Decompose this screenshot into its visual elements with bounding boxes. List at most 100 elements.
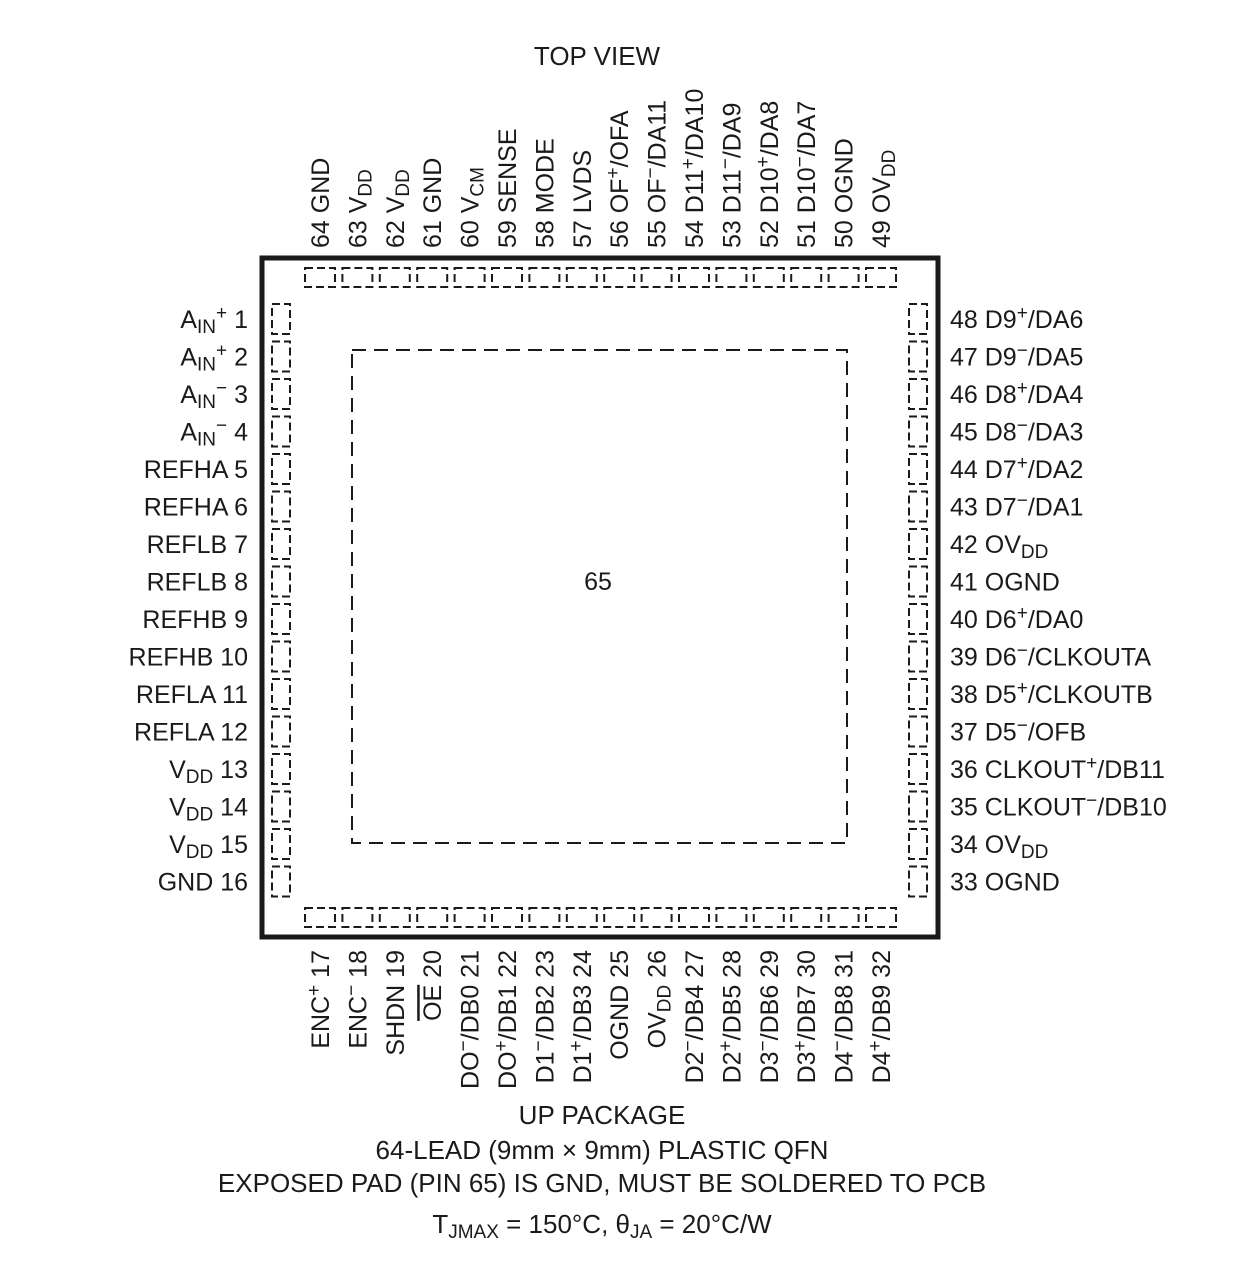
exposed-pad-label: 65 [584, 568, 612, 596]
label-part: 59 SENSE [494, 128, 522, 248]
pin-pad-top [528, 267, 561, 288]
label-part: 45 D8 [950, 419, 1017, 447]
pin-pad-left [271, 753, 291, 785]
pin-pad-bottom [416, 907, 449, 928]
pin-pad-top [640, 267, 673, 288]
pin-pad-left [271, 565, 291, 598]
label-part: /DB2 23 [531, 950, 559, 1040]
label-part: + [716, 1040, 737, 1051]
pin-label-47-d9minus-da5: 47 D9−/DA5 [950, 341, 1083, 372]
pin-label-36-clkoutplus-db11: 36 CLKOUT+/DB11 [950, 753, 1165, 784]
label-part: REFLB 7 [147, 531, 248, 559]
label-part: REFLA 12 [134, 719, 248, 747]
label-part: 57 LVDS [569, 150, 597, 248]
label-part: − [1017, 491, 1028, 512]
pin-pad-right [908, 753, 928, 785]
label-part: DD [356, 169, 377, 196]
label-part: + [791, 1040, 812, 1051]
label-part: + [753, 156, 774, 167]
pin-label-encplus-17: ENC+ 17 [304, 950, 335, 1049]
label-part: 17 [307, 950, 335, 985]
label-part: DD [393, 169, 414, 196]
pin-label-gnd-16: GND 16 [158, 869, 248, 897]
label-part: D2 [718, 1051, 746, 1083]
pin-pad-right [908, 303, 928, 335]
pin-label-54-d11plus-da10: 54 D11+/DA10 [678, 89, 709, 248]
view-title: TOP VIEW [534, 41, 661, 71]
pin-label-shdn-19: SHDN 19 [382, 950, 410, 1056]
label-part: SHDN 19 [382, 950, 410, 1056]
label-part: JA [630, 1222, 653, 1243]
label-part: 62 V [382, 196, 410, 248]
pin-pad-right [908, 715, 928, 748]
label-part: T [432, 1209, 448, 1239]
pin-label-d1plus-db3-24: D1+/DB3 24 [566, 950, 597, 1084]
label-part: /DA2 [1028, 456, 1084, 484]
label-part: /OFA [606, 110, 634, 167]
pin-pad-right [908, 790, 928, 823]
label-part: − [1017, 416, 1028, 437]
label-part: 64 GND [307, 158, 335, 248]
pin-label-d4minus-db8-31: D4−/DB8 31 [828, 950, 859, 1083]
label-part: 14 [213, 794, 248, 822]
pin-label-58-mode: 58 MODE [531, 138, 559, 248]
label-part: /DA5 [1028, 344, 1084, 372]
label-part: /DA0 [1028, 606, 1084, 634]
label-part: 60 V [457, 196, 485, 248]
label-part: − [641, 167, 662, 178]
label-part: 33 OGND [950, 869, 1060, 897]
pin-pad-bottom [678, 907, 710, 928]
pin-pads [271, 267, 928, 928]
label-part: A [180, 306, 197, 334]
pin-label-45-d8minus-da3: 45 D8−/DA3 [950, 416, 1083, 447]
pin-pad-left [271, 865, 291, 898]
pin-label-d3plus-db7-30: D3+/DB7 30 [791, 950, 822, 1083]
label-part: 20 [419, 950, 447, 985]
label-part: − [791, 156, 812, 167]
package-body [259, 255, 941, 940]
pin-label-ovdd-26: OVDD 26 [644, 950, 676, 1048]
pin-pad-right [908, 340, 928, 373]
caption-exposed-pad-note: EXPOSED PAD (PIN 65) IS GND, MUST BE SOL… [218, 1168, 986, 1198]
label-part: /DB4 27 [681, 950, 709, 1040]
label-part: D1 [531, 1051, 559, 1083]
label-part: /DA4 [1028, 381, 1084, 409]
pin-pad-right [908, 678, 928, 710]
pin-pad-bottom [304, 907, 336, 928]
label-part: /CLKOUTA [1028, 644, 1151, 672]
pin-pad-bottom [715, 907, 748, 928]
pin-label-d3minus-db6-29: D3−/DB6 29 [753, 950, 784, 1083]
label-part: /DB3 24 [569, 950, 597, 1040]
label-part: /DA3 [1028, 419, 1084, 447]
pin-pad-top [790, 267, 823, 288]
pin-pad-bottom [603, 907, 636, 928]
pin-pad-left [271, 340, 291, 373]
pin-label-53-d11minus-da9: 53 D11−/DA9 [716, 103, 747, 248]
label-part: 26 [644, 950, 672, 985]
pin-label-dominus-db0-21: DO−/DB0 21 [454, 950, 485, 1089]
pin-pad-left [271, 715, 291, 748]
label-part: D4 [868, 1051, 896, 1083]
pin-pad-left [271, 678, 291, 710]
label-part: 58 MODE [531, 138, 559, 248]
pin-pad-right [908, 528, 928, 560]
pin-label-41-ognd: 41 OGND [950, 569, 1060, 597]
pin-pad-top [752, 267, 785, 288]
label-part: 15 [213, 831, 248, 859]
label-part: OV [644, 1012, 672, 1048]
pin-label-37-d5minus-ofb: 37 D5−/OFB [950, 716, 1086, 747]
label-part: 38 D5 [950, 681, 1017, 709]
label-part: 43 D7 [950, 494, 1017, 522]
label-part: 42 OV [950, 531, 1021, 559]
label-part: − [529, 1040, 550, 1051]
label-part: REFHA 6 [144, 494, 248, 522]
label-part: 39 D6 [950, 644, 1017, 672]
pin-pad-right [908, 865, 928, 898]
pin-pad-top [416, 267, 449, 288]
pin-label-vdd-14: VDD 14 [169, 794, 248, 826]
label-part: + [566, 1040, 587, 1051]
pin-pad-right [908, 490, 928, 523]
pin-pad-top [378, 267, 411, 288]
label-part: 35 CLKOUT [950, 794, 1086, 822]
